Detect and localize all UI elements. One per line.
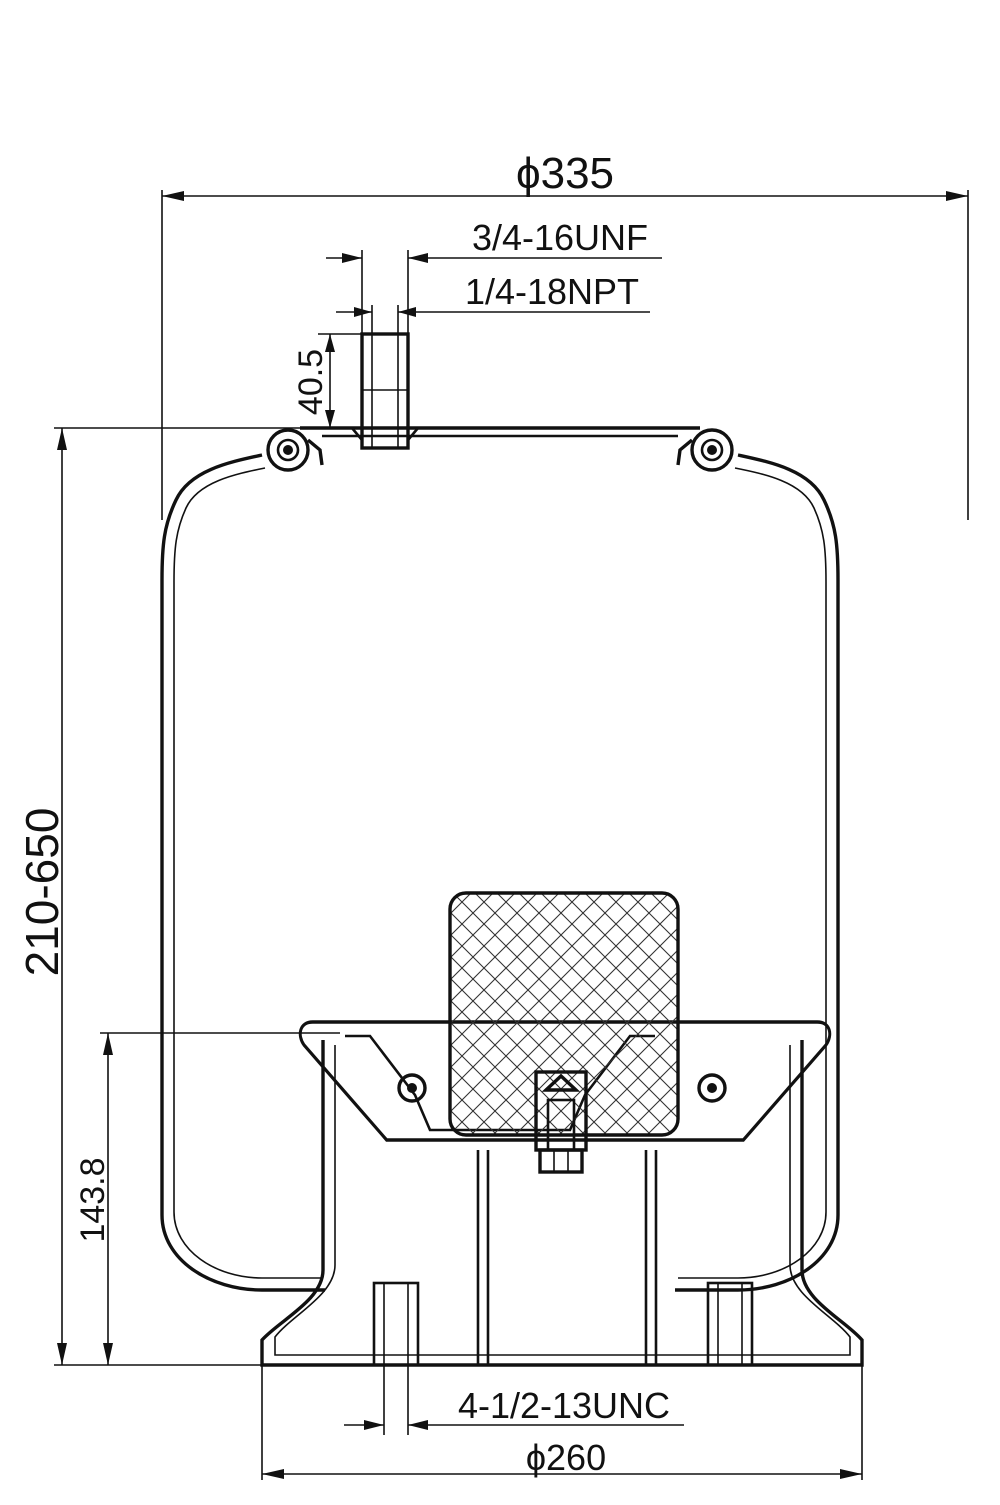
piston-height-label: 143.8: [74, 1157, 112, 1242]
dimension-lines: [54, 190, 969, 1480]
air-fitting-label: 1/4-18NPT: [465, 271, 639, 312]
bottom-thread-label: 4-1/2-13UNC: [458, 1385, 670, 1426]
air-fitting-stud: [351, 332, 419, 450]
bellow-outline: [160, 453, 840, 1292]
piston-body: [260, 1020, 864, 1367]
fitting-height-label: 40.5: [292, 349, 330, 415]
base-diameter-label: ϕ260: [526, 1437, 606, 1478]
bumper-stop: [448, 891, 680, 1174]
top-bead-plate: [266, 426, 734, 472]
overall-height-label: 210-650: [16, 808, 68, 977]
outer-diameter-label: ϕ335: [516, 149, 614, 198]
stud-thread-label: 3/4-16UNF: [472, 217, 648, 258]
